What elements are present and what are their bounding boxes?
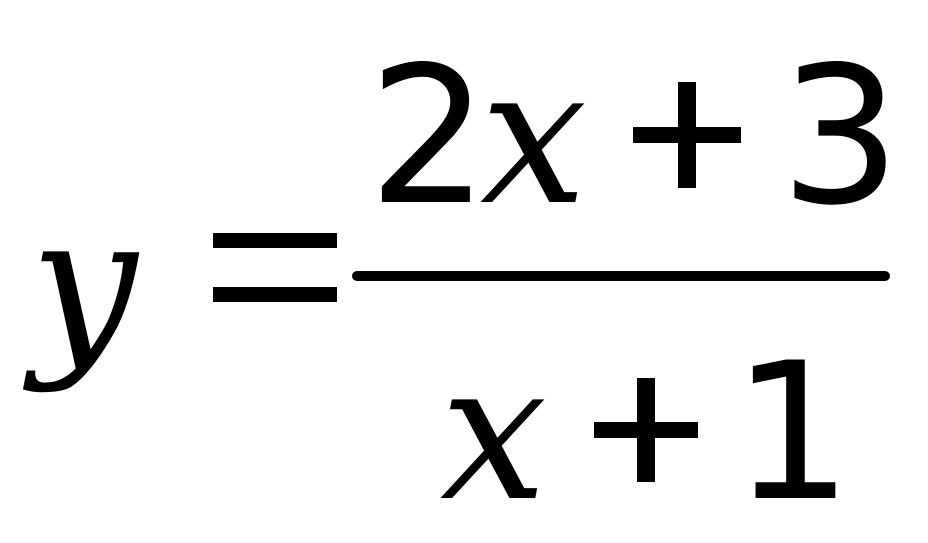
numerator-variable-x: x [480, 26, 588, 247]
numerator-plus-vertical [678, 82, 696, 188]
denominator-plus-vertical [637, 378, 655, 482]
denominator-constant: 1 [732, 322, 853, 543]
numerator-coefficient: 2 [368, 26, 489, 247]
equals-bar-top [213, 233, 337, 248]
denominator-variable-x: x [440, 322, 548, 543]
lhs-variable-y: y [30, 174, 138, 395]
equals-bar-bottom [213, 287, 337, 302]
fraction-bar [352, 271, 890, 281]
numerator-constant: 3 [780, 26, 901, 247]
